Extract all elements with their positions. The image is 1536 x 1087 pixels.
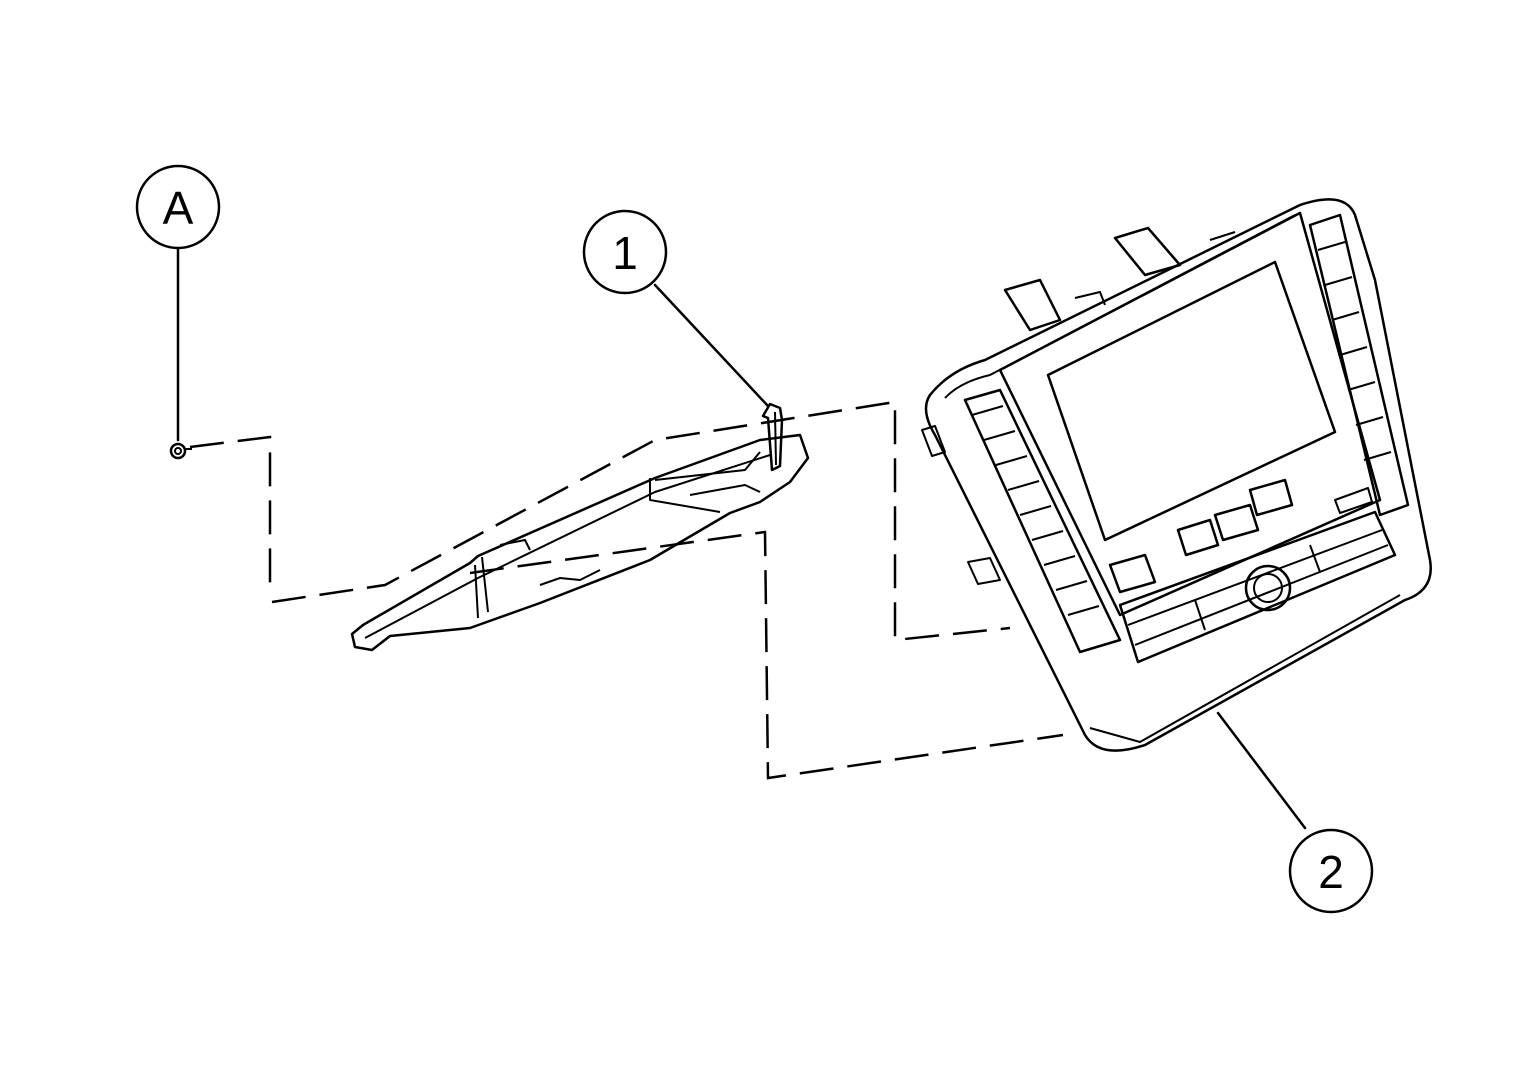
callout-2-label: 2 <box>1318 846 1344 898</box>
control-panel-icon <box>921 198 1432 752</box>
callout-1: 1 <box>582 209 668 295</box>
assembly-guide-lines <box>189 400 1064 780</box>
callout-2: 2 <box>1288 828 1374 914</box>
callout-a: A <box>135 164 221 250</box>
callout-a-label: A <box>163 182 194 234</box>
callout-1-label: 1 <box>612 227 638 279</box>
clip-icon <box>169 442 192 460</box>
bracket-icon <box>350 402 810 652</box>
leader-lines <box>176 240 1307 830</box>
